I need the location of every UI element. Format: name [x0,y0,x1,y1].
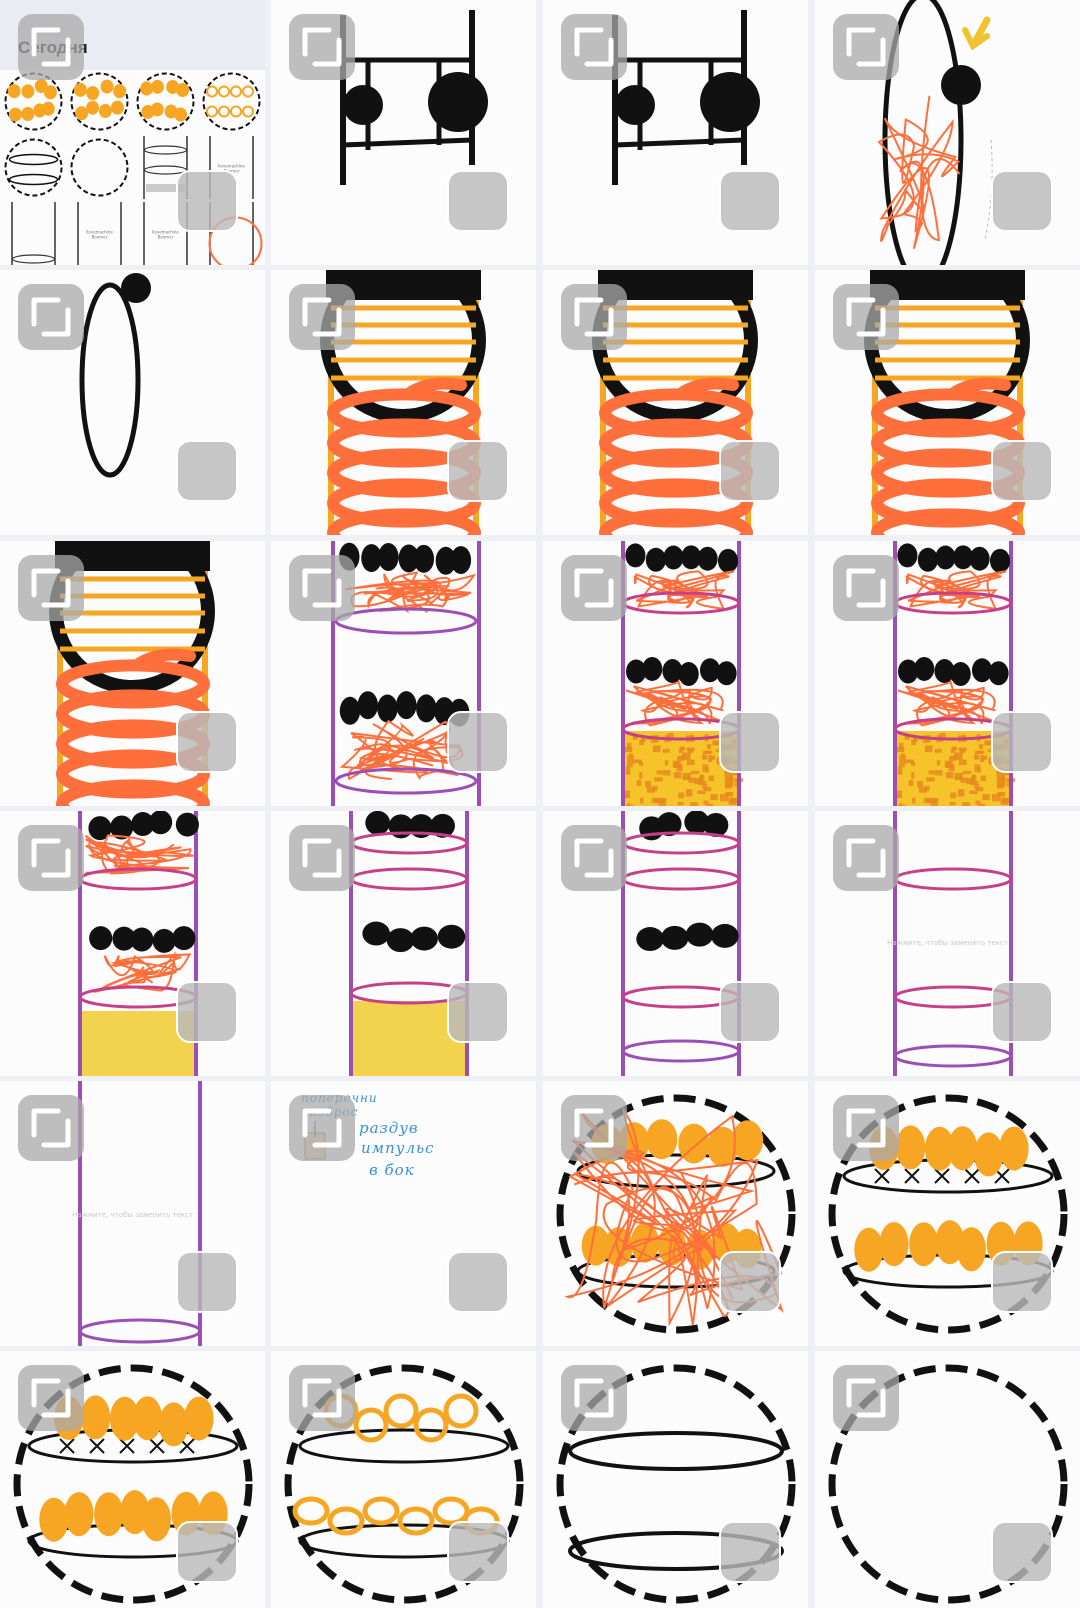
photo-thumbnail[interactable]: Нажмите, чтобы заменить текст [0,1081,265,1346]
photo-thumbnail[interactable]: поперечниразбросраздувимпульсв бок [271,1081,536,1346]
svg-text:Boomer: Boomer [224,169,240,174]
handwritten-note-text: раздув [359,1119,419,1137]
photo-thumbnail[interactable] [271,811,536,1076]
photo-thumbnail[interactable]: Нажмите, чтобы заменить текст [815,811,1080,1076]
expand-icon[interactable] [833,555,901,623]
drawing-preview [320,270,486,535]
photo-thumbnail[interactable] [543,0,808,265]
photo-thumbnail[interactable] [543,1351,808,1608]
svg-text:Boomer: Boomer [158,235,174,240]
expand-icon[interactable] [561,284,629,352]
photo-thumbnail[interactable] [543,1081,808,1346]
photo-thumbnail[interactable] [543,541,808,806]
select-checkbox[interactable] [447,170,509,232]
photo-thumbnail[interactable] [815,1081,1080,1346]
select-checkbox[interactable] [991,440,1053,502]
photo-thumbnail[interactable] [815,270,1080,535]
expand-icon[interactable] [289,825,357,893]
select-checkbox[interactable] [447,711,509,773]
expand-icon[interactable] [833,284,901,352]
select-checkbox[interactable] [991,170,1053,232]
drawing-preview [828,1364,1068,1604]
expand-icon[interactable] [18,1365,86,1433]
expand-icon[interactable] [289,555,357,623]
photo-thumbnail[interactable] [0,541,265,806]
select-checkbox[interactable] [447,1521,509,1583]
expand-icon[interactable] [561,825,629,893]
drawing-preview [612,10,760,185]
expand-icon[interactable] [833,1365,901,1433]
select-checkbox[interactable] [991,1251,1053,1313]
expand-icon[interactable] [833,1095,901,1163]
drawing-preview [49,541,215,806]
photo-thumbnail[interactable] [271,270,536,535]
select-checkbox[interactable] [447,981,509,1043]
drawing-preview [78,811,199,1076]
expand-icon[interactable] [289,1095,357,1163]
photo-thumbnail[interactable] [0,270,265,535]
photo-thumbnail[interactable] [815,541,1080,806]
photo-thumbnail[interactable] [543,811,808,1076]
photo-thumbnail[interactable] [0,811,265,1076]
select-checkbox[interactable] [719,1521,781,1583]
select-checkbox[interactable] [176,981,238,1043]
photo-thumbnail[interactable] [815,1351,1080,1608]
handwritten-note-text: импульс [361,1139,435,1157]
select-checkbox[interactable] [176,711,238,773]
expand-icon[interactable] [833,825,901,893]
select-checkbox[interactable] [176,1521,238,1583]
photo-thumbnail[interactable] [271,541,536,806]
tap-to-replace-hint: Нажмите, чтобы заменить текст [72,1211,193,1219]
select-checkbox[interactable] [176,440,238,502]
expand-icon[interactable] [561,14,629,82]
photo-thumbnail[interactable] [815,0,1080,265]
expand-icon[interactable] [289,284,357,352]
select-checkbox[interactable] [991,1521,1053,1583]
photo-thumbnail[interactable] [0,1351,265,1608]
expand-icon[interactable] [18,555,86,623]
expand-icon[interactable] [561,1365,629,1433]
select-checkbox[interactable] [719,711,781,773]
expand-icon[interactable] [289,1365,357,1433]
drawing-preview [893,541,1015,806]
drawing-preview: IlovemachineBoomerIlovemachineBoomerIlov… [0,0,265,265]
handwritten-note-text: в бок [369,1161,415,1179]
select-checkbox[interactable] [719,440,781,502]
expand-icon[interactable] [833,14,901,82]
svg-text:Ilovemachine: Ilovemachine [218,164,245,169]
svg-text:Boomer: Boomer [92,235,108,240]
select-checkbox[interactable] [719,981,781,1043]
drawing-preview [556,1364,796,1604]
svg-text:Ilovemachine: Ilovemachine [152,230,179,235]
select-checkbox[interactable] [176,1251,238,1313]
drawing-preview [864,270,1030,535]
select-checkbox[interactable] [447,1251,509,1313]
expand-icon[interactable] [18,825,86,893]
select-checkbox[interactable] [991,711,1053,773]
expand-icon[interactable] [18,284,86,352]
tap-to-replace-hint: Нажмите, чтобы заменить текст [887,939,1008,947]
photo-thumbnail[interactable] [271,1351,536,1608]
expand-icon[interactable] [18,1095,86,1163]
expand-icon[interactable] [289,14,357,82]
drawing-preview [556,1094,796,1334]
drawing-preview [349,811,469,1076]
select-checkbox[interactable] [447,440,509,502]
select-checkbox[interactable] [176,170,238,232]
photo-thumbnail[interactable] [543,270,808,535]
select-checkbox[interactable] [719,170,781,232]
select-checkbox[interactable] [719,1251,781,1313]
expand-icon[interactable] [18,14,86,82]
svg-text:Ilovemachine: Ilovemachine [86,230,113,235]
drawing-preview [79,273,151,478]
expand-icon[interactable] [561,1095,629,1163]
photo-thumbnail[interactable] [271,0,536,265]
select-checkbox[interactable] [991,981,1053,1043]
expand-icon[interactable] [561,555,629,623]
